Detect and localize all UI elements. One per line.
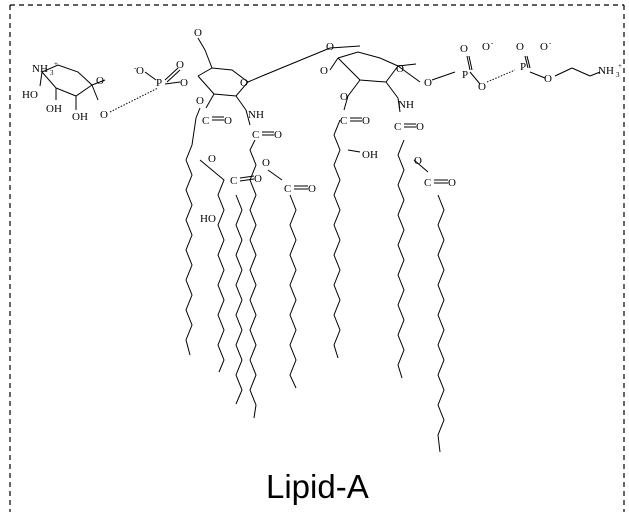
ho-small-label: HO [200,213,216,225]
acyl-chain-4 [245,109,257,419]
carbonyl-bonds [212,116,448,190]
nh3-sup-2: + [618,62,622,70]
phosphate-chain-right [431,55,601,85]
carbon-label-4: C [284,183,291,195]
o-label-19: O [544,73,552,85]
o-label-10: O [326,41,334,53]
carbonyl-o-4: O [308,183,316,195]
oh-label-3: OH [362,149,378,161]
atom-labels: NH 3 + HO OH OH O O O - P O O O O O NH C… [22,27,622,225]
acyl-chain-3 [235,194,243,405]
nh3-label-2: NH [598,65,614,77]
o-label-9: O [262,157,270,169]
o-label-4: O [180,77,188,89]
carbonyl-o-6: O [416,121,424,133]
o-label-14: O [414,155,422,167]
o-label-5: O [194,27,202,39]
o-label-7: O [240,77,248,89]
acyl-chain-6 [333,95,349,359]
acyl-chain-2 [199,159,225,373]
nh-label-1: NH [248,109,264,121]
acyl-chain-7 [397,97,405,379]
o-label-1: O [100,109,108,121]
oh-label-2: OH [72,111,88,123]
carbonyl-o-3: O [254,173,262,185]
carbon-label-7: C [424,177,431,189]
o-minus-label-1: O [136,65,144,77]
minus-sign-3: - [549,39,552,47]
o-label-13: O [396,63,404,75]
diagram-caption: Lipid-A [266,468,369,505]
acyl-chain-5 [289,194,297,389]
o-label-18: O [516,41,524,53]
o-label-16: O [460,43,468,55]
carbonyl-o-7: O [448,177,456,189]
acyl-chain-1 [185,107,201,356]
o-label-8: O [208,153,216,165]
left-linker-dotted [109,87,159,113]
carbon-label-2: C [252,129,259,141]
carbon-label-5: C [340,115,347,127]
minus-sign-2: - [491,39,494,47]
phosphorus-label-3: P [520,61,526,73]
o-label-11: O [320,65,328,77]
o-minus-label-3: O [540,41,548,53]
minus-sign-1: - [134,64,137,72]
carbonyl-o-2: O [274,129,282,141]
ho-label: HO [22,89,38,101]
glucosamine-ring-2 [329,45,421,99]
nh3-sup: + [54,60,58,68]
o-label-15: O [424,77,432,89]
oh-label-1: OH [46,103,62,115]
o-label-17: O [478,81,486,93]
phosphorus-label-2: P [462,69,468,81]
carbon-label-3: C [230,175,237,187]
acyl-chain-8 [437,194,445,453]
carbonyl-o-5: O [362,115,370,127]
left-sugar-ring [39,64,106,110]
nh3-sub: 3 [50,69,54,77]
nh3-label: NH [32,63,48,75]
nh-label-2: NH [398,99,414,111]
dashed-border [9,4,625,512]
phosphate-1-bonds [144,67,181,85]
phosphorus-label-1: P [156,77,162,89]
carbonyl-o-1: O [224,115,232,127]
glucosamine-ring-1 [197,37,331,111]
nh3-sub-2: 3 [616,71,620,79]
carbon-label-1: C [202,115,209,127]
o-minus-label-2: O [482,41,490,53]
carbon-label-6: C [394,121,401,133]
o-label-2: O [96,75,104,87]
o-label-6: O [196,95,204,107]
o-label-3: O [176,59,184,71]
o-label-12: O [340,91,348,103]
